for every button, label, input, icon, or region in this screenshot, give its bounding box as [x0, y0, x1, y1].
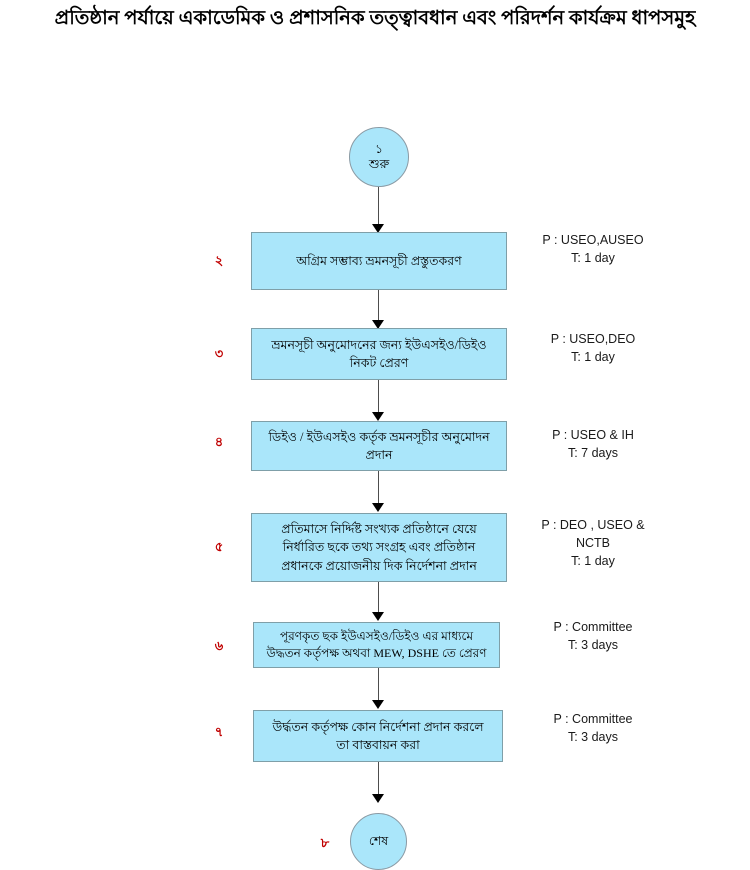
arrowhead-step3: [372, 320, 384, 329]
side-note-6: P : Committee T: 3 days: [518, 619, 668, 655]
side-note-4-time: T: 7 days: [567, 445, 619, 460]
arrowhead-step7: [372, 700, 384, 709]
process-box-5: প্রতিমাসে নির্দ্দিষ্ট সংখ্যক প্রতিষ্ঠানে…: [251, 513, 507, 582]
side-note-5: P : DEO , USEO & NCTB T: 1 day: [518, 517, 668, 570]
side-note-2-time: T: 1 day: [571, 250, 615, 265]
side-note-6-person: P : Committee: [553, 620, 633, 634]
side-note-3-time: T: 1 day: [571, 349, 615, 364]
step-number-5: ৫: [214, 539, 224, 554]
step-number-8: ৮: [320, 835, 330, 850]
side-note-2: P : USEO,AUSEO T: 1 day: [518, 232, 668, 268]
arrowhead-step2: [372, 224, 384, 233]
connector-step3-to-step4: [378, 380, 379, 418]
connector-step6-to-step7: [378, 668, 379, 704]
side-note-5-time: T: 1 day: [571, 553, 615, 568]
connector-start-to-step2: [378, 187, 379, 231]
side-note-2-person: P : USEO,AUSEO: [542, 233, 644, 247]
process-box-2: অগ্রিম সম্ভাব্য ভ্রমনসূচী প্রস্তুতকরণ: [251, 232, 507, 290]
process-box-4-text: ডিইও / ইউএসইও কর্তৃক ভ্রমনসূচীর অনুমোদন …: [268, 429, 490, 462]
step-number-7: ৭: [214, 724, 224, 739]
process-box-5-text: প্রতিমাসে নির্দ্দিষ্ট সংখ্যক প্রতিষ্ঠানে…: [281, 522, 477, 573]
start-node-number: ১: [375, 142, 383, 157]
process-box-6: পূরণকৃত ছক ইউএসইও/ডিইও এর মাধ্যমে উদ্ধতন…: [253, 622, 500, 668]
process-box-7-text: উর্দ্ধতন কর্তৃপক্ষ কোন নির্দেশনা প্রদান …: [272, 719, 484, 752]
connector-step5-to-step6: [378, 582, 379, 618]
process-box-3: ভ্রমনসূচী অনুমোদনের জন্য ইউএসইও/ডিইও নিক…: [251, 328, 507, 380]
side-note-3: P : USEO,DEO T: 1 day: [518, 331, 668, 367]
process-box-2-text: অগ্রিম সম্ভাব্য ভ্রমনসূচী প্রস্তুতকরণ: [296, 253, 462, 268]
end-node: শেষ: [350, 813, 407, 870]
connector-step4-to-step5: [378, 471, 379, 509]
process-box-4: ডিইও / ইউএসইও কর্তৃক ভ্রমনসূচীর অনুমোদন …: [251, 421, 507, 471]
side-note-7-person: P : Committee: [553, 712, 633, 726]
side-note-4-person: P : USEO & IH: [552, 428, 634, 442]
arrowhead-end: [372, 794, 384, 803]
start-node-label: শুরু: [368, 156, 390, 171]
side-note-5-person: P : DEO , USEO & NCTB: [541, 518, 645, 550]
step-number-4: ৪: [214, 434, 224, 449]
side-note-6-time: T: 3 days: [567, 637, 619, 652]
side-note-4: P : USEO & IH T: 7 days: [518, 427, 668, 463]
step-number-6: ৬: [214, 638, 224, 653]
process-box-3-text: ভ্রমনসূচী অনুমোদনের জন্য ইউএসইও/ডিইও নিক…: [271, 337, 487, 370]
process-box-7: উর্দ্ধতন কর্তৃপক্ষ কোন নির্দেশনা প্রদান …: [253, 710, 503, 762]
arrowhead-step5: [372, 503, 384, 512]
end-node-label: শেষ: [368, 834, 389, 848]
step-number-3: ৩: [214, 346, 224, 361]
arrowhead-step4: [372, 412, 384, 421]
side-note-7-time: T: 3 days: [567, 729, 619, 744]
start-node: ১ শুরু: [349, 127, 409, 187]
connector-step7-to-end: [378, 762, 379, 798]
page-title: প্রতিষ্ঠান পর্যায়ে একাডেমিক ও প্রশাসনিক…: [54, 8, 696, 29]
side-note-7: P : Committee T: 3 days: [518, 711, 668, 747]
side-note-3-person: P : USEO,DEO: [550, 332, 636, 346]
connector-step2-to-step3: [378, 290, 379, 328]
process-box-6-text: পূরণকৃত ছক ইউএসইও/ডিইও এর মাধ্যমে উদ্ধতন…: [266, 628, 487, 660]
arrowhead-step6: [372, 612, 384, 621]
step-number-2: ২: [214, 253, 224, 268]
